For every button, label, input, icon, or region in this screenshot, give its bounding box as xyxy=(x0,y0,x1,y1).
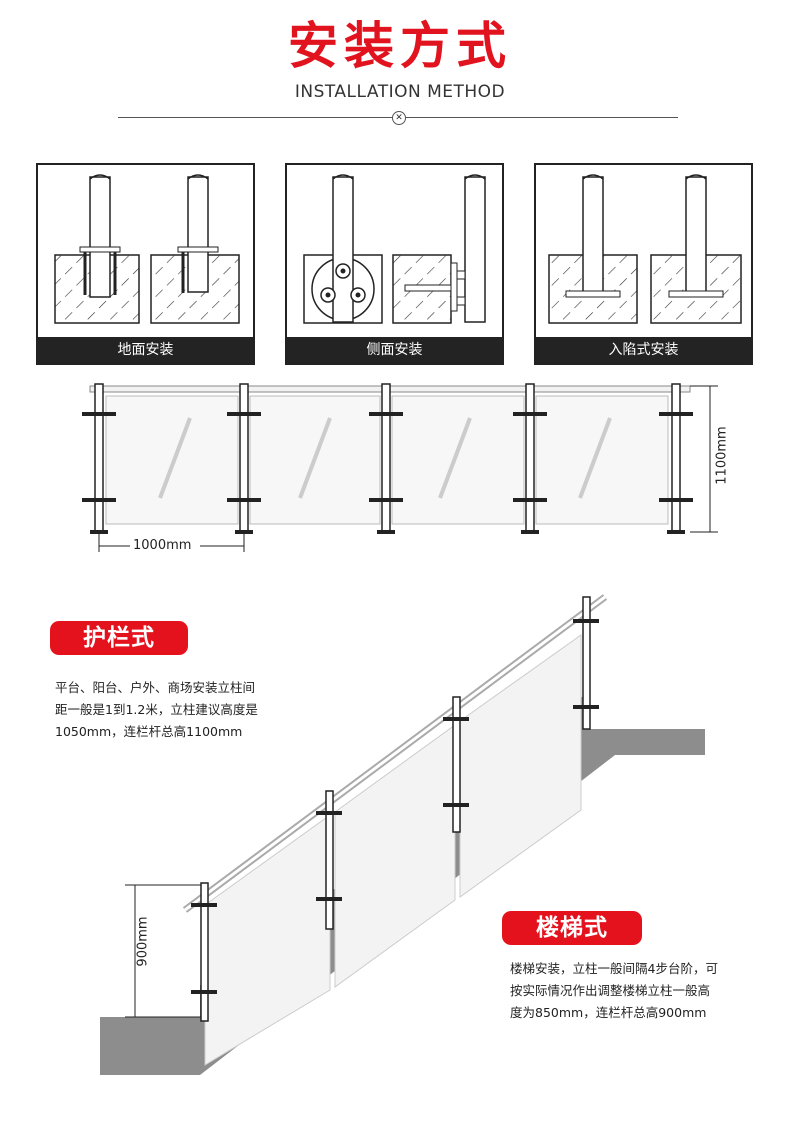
stair-line-2: 按实际情况作出调整楼梯立柱一般高 xyxy=(510,983,711,998)
side-mount-illustration xyxy=(303,174,486,324)
page-subtitle: INSTALLATION METHOD xyxy=(294,82,506,102)
method-label-recessed: 入陷式安装 xyxy=(536,337,751,363)
railing-elevation-diagram xyxy=(82,383,718,552)
guardrail-tag: 护栏式 xyxy=(50,621,188,655)
stair-height-label: 900mm xyxy=(135,911,151,972)
guardrail-line-3: 1050mm，连栏杆总高1100mm xyxy=(55,724,243,739)
stair-line-1: 楼梯安装，立柱一般间隔4步台阶，可 xyxy=(510,961,718,976)
guardrail-line-1: 平台、阳台、户外、商场安装立柱间 xyxy=(55,680,256,695)
floor-mount-illustration xyxy=(54,174,240,324)
recessed-mount-illustration xyxy=(548,174,742,324)
method-panel-floor: 地面安装 xyxy=(36,163,255,365)
method-panel-recessed: 入陷式安装 xyxy=(534,163,753,365)
guardrail-description: 平台、阳台、户外、商场安装立柱间 距一般是1到1.2米，立柱建议高度是 1050… xyxy=(55,677,258,743)
page-title: 安装方式 xyxy=(288,17,512,75)
stair-description: 楼梯安装，立柱一般间隔4步台阶，可 按实际情况作出调整楼梯立柱一般高 度为850… xyxy=(510,958,718,1024)
stair-railing-diagram xyxy=(100,594,705,1075)
stair-line-3: 度为850mm，连栏杆总高900mm xyxy=(510,1005,707,1020)
stair-tag: 楼梯式 xyxy=(502,911,642,945)
railing-height-label: 1100mm xyxy=(714,426,730,485)
railing-spacing-label: 1000mm xyxy=(131,538,194,553)
method-panel-side: 侧面安装 xyxy=(285,163,504,365)
method-label-floor: 地面安装 xyxy=(38,337,253,363)
guardrail-line-2: 距一般是1到1.2米，立柱建议高度是 xyxy=(55,702,258,717)
method-label-side: 侧面安装 xyxy=(287,337,502,363)
divider-x-icon: ✕ xyxy=(392,111,406,125)
